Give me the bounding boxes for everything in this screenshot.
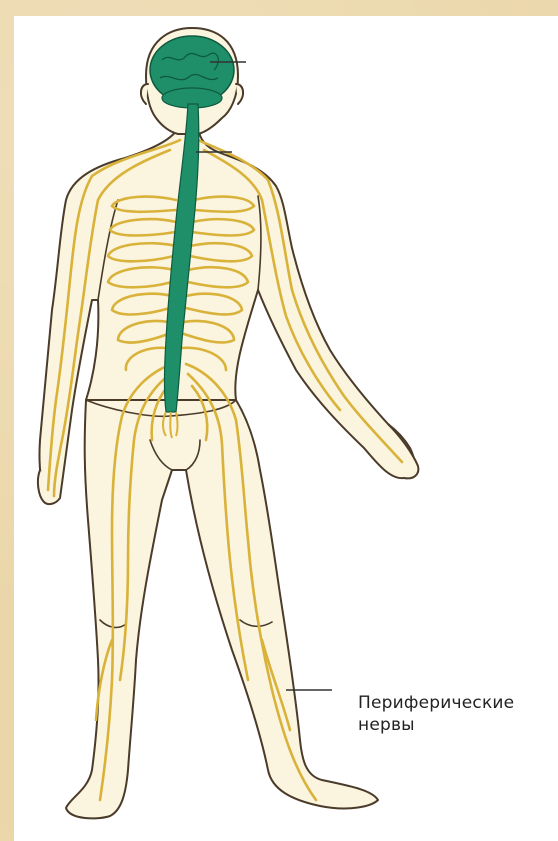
ear-right — [236, 84, 243, 104]
ear-left — [141, 84, 148, 104]
peripheral-nerves-label: Периферические нервы — [358, 692, 558, 736]
illustration-panel: Периферические нервы — [14, 16, 558, 841]
